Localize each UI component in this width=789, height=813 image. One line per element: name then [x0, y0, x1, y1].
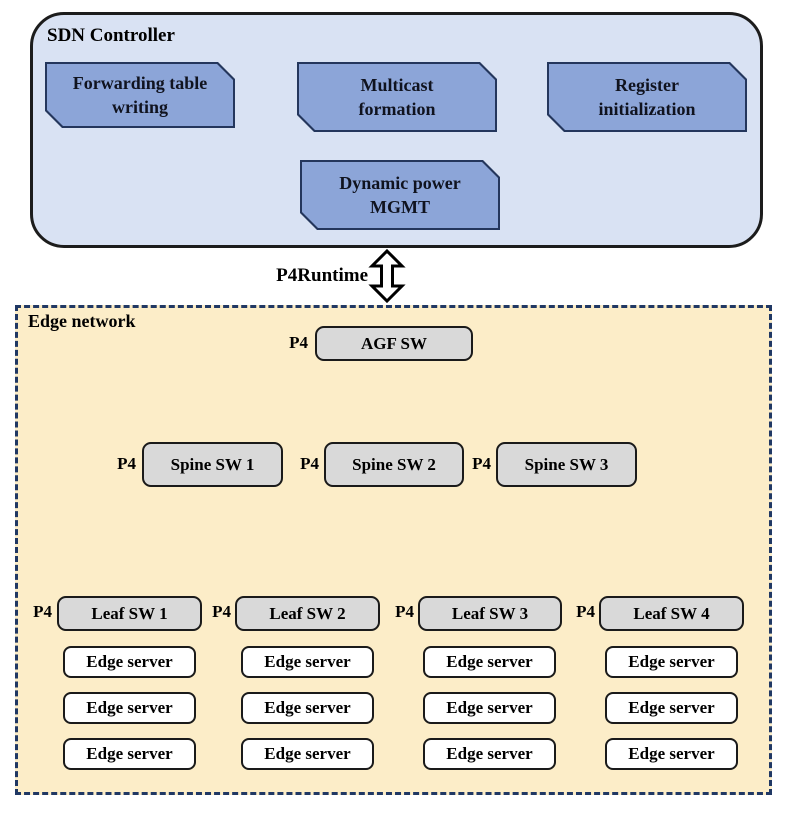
- edge-server: Edge server: [605, 738, 738, 770]
- p4-tag-spine-3: P4: [472, 454, 491, 473]
- sdn-controller-title: SDN Controller: [47, 25, 175, 46]
- edge-server: Edge server: [241, 738, 374, 770]
- module-forwarding-table-writing: Forwarding table writing: [45, 62, 235, 128]
- spine-switch-3: Spine SW 3: [496, 442, 637, 487]
- p4-tag-spine-2: P4: [300, 454, 319, 473]
- p4runtime-label: P4Runtime: [276, 265, 368, 286]
- edge-server: Edge server: [605, 646, 738, 678]
- edge-server: Edge server: [241, 692, 374, 724]
- p4-tag-leaf-4: P4: [576, 602, 595, 621]
- edge-server: Edge server: [63, 646, 196, 678]
- leaf-switch-1: Leaf SW 1: [57, 596, 202, 631]
- module-label: Register initialization: [598, 74, 696, 119]
- spine-switch-2: Spine SW 2: [324, 442, 464, 487]
- leaf-switch-4: Leaf SW 4: [599, 596, 744, 631]
- p4-tag-leaf-3: P4: [395, 602, 414, 621]
- module-dynamic-power-mgmt-body: Dynamic power MGMT: [302, 162, 498, 228]
- edge-server: Edge server: [63, 738, 196, 770]
- bidirectional-arrow-icon: [368, 248, 406, 304]
- edge-server: Edge server: [423, 692, 556, 724]
- edge-server: Edge server: [241, 646, 374, 678]
- p4-tag-leaf-1: P4: [33, 602, 52, 621]
- module-label: Forwarding table writing: [72, 72, 208, 117]
- p4-tag-spine-1: P4: [117, 454, 136, 473]
- edge-server: Edge server: [605, 692, 738, 724]
- module-label: Multicast formation: [358, 74, 436, 119]
- leaf-switch-2: Leaf SW 2: [235, 596, 380, 631]
- leaf-switch-3: Leaf SW 3: [418, 596, 562, 631]
- module-dynamic-power-mgmt: Dynamic power MGMT: [300, 160, 500, 230]
- edge-server: Edge server: [423, 738, 556, 770]
- module-forwarding-table-writing-body: Forwarding table writing: [47, 64, 233, 126]
- module-register-initialization-body: Register initialization: [549, 64, 745, 130]
- module-multicast-formation-body: Multicast formation: [299, 64, 495, 130]
- edge-network-title: Edge network: [28, 311, 136, 331]
- spine-switch-1: Spine SW 1: [142, 442, 283, 487]
- module-register-initialization: Register initialization: [547, 62, 747, 132]
- edge-server: Edge server: [63, 692, 196, 724]
- edge-server: Edge server: [423, 646, 556, 678]
- p4-tag-leaf-2: P4: [212, 602, 231, 621]
- agf-switch: AGF SW: [315, 326, 473, 361]
- p4-tag-agf: P4: [289, 333, 308, 352]
- module-label: Dynamic power MGMT: [339, 172, 461, 217]
- module-multicast-formation: Multicast formation: [297, 62, 497, 132]
